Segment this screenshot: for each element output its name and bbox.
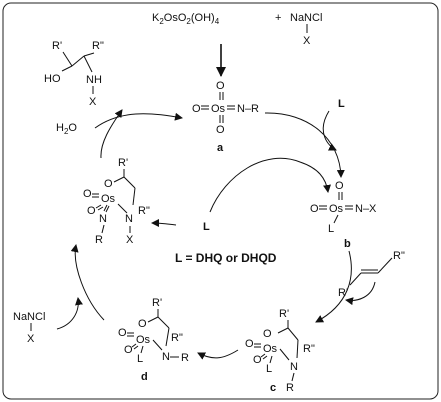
svg-text:O: O [310, 203, 319, 215]
svg-text:N: N [290, 361, 298, 373]
svg-text:L: L [137, 353, 143, 365]
svg-text:N: N [125, 213, 133, 225]
svg-text:N–R: N–R [237, 103, 259, 115]
svg-text:R': R' [118, 157, 128, 169]
svg-text:R": R" [171, 332, 183, 344]
ligand-label-top: L [338, 98, 345, 110]
ligand-release-arrow [151, 219, 177, 228]
svg-text:O: O [245, 338, 254, 350]
svg-text:O: O [87, 205, 96, 217]
svg-text:O: O [83, 188, 92, 200]
chloramine-x: X [303, 35, 311, 47]
label-a: a [217, 142, 224, 154]
svg-text:NaNCl: NaNCl [13, 311, 45, 323]
arrow-c-to-d [197, 349, 239, 360]
svg-text:O: O [192, 103, 201, 115]
svg-text:NH: NH [86, 74, 102, 86]
svg-text:HO: HO [44, 73, 61, 85]
label-d: d [141, 371, 148, 383]
svg-text:X: X [89, 96, 97, 108]
svg-text:O: O [118, 327, 127, 339]
intermediate-d: R' O O Os O L R" N R d [118, 297, 189, 383]
svg-text:Os: Os [136, 334, 151, 346]
svg-text:R': R' [279, 308, 289, 320]
arrow-b-to-c [315, 250, 352, 323]
svg-text:K2OsO2(OH)4: K2OsO2(OH)4 [152, 12, 220, 26]
svg-text:R": R" [303, 343, 315, 355]
intermediate-a: O O Os N–R O a [192, 80, 259, 154]
svg-text:R": R" [393, 250, 405, 262]
svg-text:N–X: N–X [355, 203, 377, 215]
water-hydrolysis-arrow [94, 112, 183, 129]
ligand-label-center: L [203, 221, 210, 233]
svg-text:R': R' [52, 40, 62, 52]
svg-text:O: O [104, 178, 113, 190]
label-c: c [270, 382, 276, 394]
svg-text:R: R [286, 382, 294, 394]
ligand-definition: L = DHQ or DHQD [175, 251, 277, 265]
amino-alcohol-product: R' R" HO NH X [44, 40, 104, 108]
chloramine-side: NaNCl X [13, 311, 45, 345]
svg-text:R': R' [338, 287, 348, 299]
intermediate-b: O O Os N–X L b [310, 180, 377, 250]
svg-text:O: O [216, 124, 225, 136]
plus-sign: + [275, 12, 281, 24]
svg-text:Os: Os [263, 343, 278, 355]
svg-text:O: O [216, 80, 225, 92]
intermediate-c: R' O O Os O L R" N R c [245, 308, 315, 394]
chloramine-reagent: NaNCl [290, 12, 322, 24]
chloramine-addition-arrow [56, 297, 83, 330]
svg-text:O: O [124, 344, 133, 356]
svg-text:X: X [27, 333, 35, 345]
svg-text:Os: Os [329, 203, 344, 215]
svg-text:Os: Os [211, 103, 226, 115]
arrow-d-to-e [70, 244, 105, 321]
svg-text:Os: Os [101, 193, 116, 205]
arrow-a-to-b [264, 112, 345, 178]
label-b: b [344, 238, 351, 250]
ligand-addition-arrow [322, 110, 337, 151]
svg-text:R: R [95, 234, 103, 246]
svg-text:O: O [138, 318, 147, 330]
intermediate-e: R' O O Os O N R R" N X [83, 157, 150, 246]
svg-text:O: O [335, 180, 344, 192]
arrow-e-to-product [100, 109, 123, 159]
svg-text:R": R" [138, 205, 150, 217]
water-label: H2O [56, 122, 77, 136]
svg-text:L: L [266, 363, 272, 375]
svg-text:R": R" [92, 40, 104, 52]
svg-text:O: O [263, 328, 272, 340]
svg-text:N: N [99, 213, 107, 225]
svg-text:R: R [181, 352, 189, 364]
svg-text:X: X [126, 234, 134, 246]
reagents-line: K2OsO2(OH)4 + NaNCl X [152, 12, 322, 47]
svg-text:O: O [253, 354, 262, 366]
alkene: R" R' [338, 250, 405, 299]
alkene-addition-arrow [345, 281, 376, 306]
svg-text:L: L [328, 223, 334, 235]
svg-text:N: N [162, 351, 170, 363]
svg-text:R': R' [152, 297, 162, 309]
ligand-recycle-arc [209, 157, 331, 213]
